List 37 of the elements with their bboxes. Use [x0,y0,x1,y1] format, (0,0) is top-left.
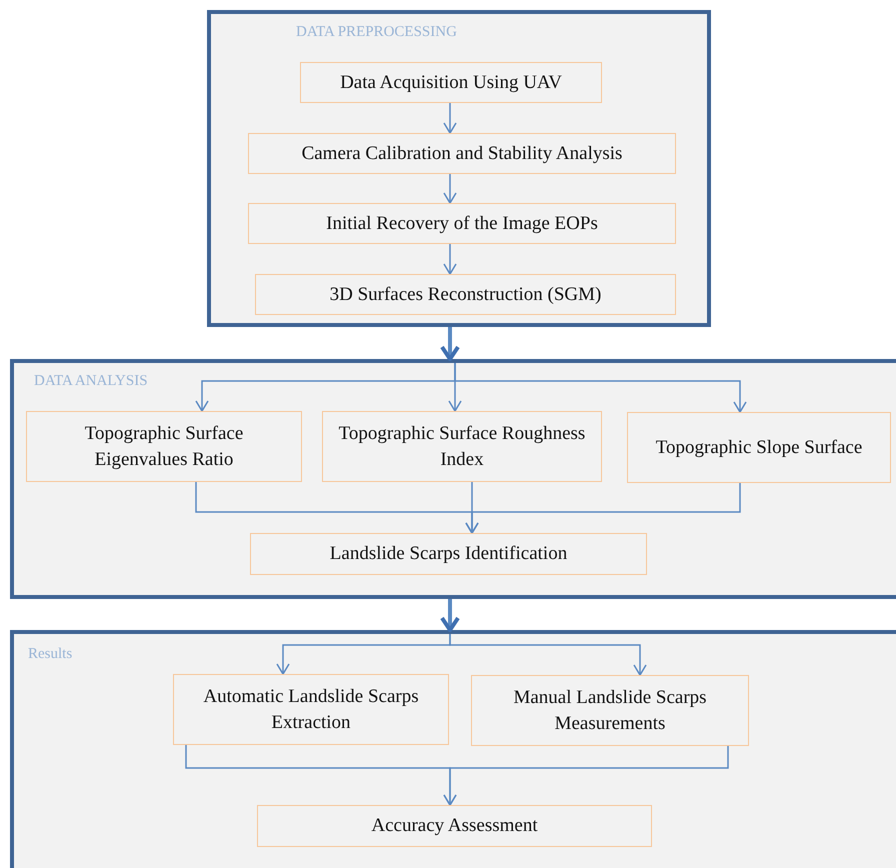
arrow [449,634,647,676]
section-title: DATA PREPROCESSING [296,24,457,41]
step-label: Manual Landslide Scarps Measurements [512,686,708,736]
step-label: Initial Recovery of the Image EOPs [326,212,598,236]
process-box [173,674,449,745]
process-box [627,412,891,483]
step-label: Data Acquisition Using UAV [340,70,562,95]
section-panel [10,630,896,868]
process-box [300,62,602,103]
step-label: Automatic Landslide Scarps Extraction [202,684,420,734]
process-box [322,411,602,482]
step-label: Camera Calibration and Stability Analysis [302,142,622,166]
section-title: Results [28,646,72,663]
step-label: Landslide Scarps Identification [330,542,568,566]
process-box [248,133,676,174]
section-title: DATA ANALYSIS [34,373,148,390]
step-label: Topographic Surface Roughness Index [338,422,586,472]
section-panel [10,359,896,599]
process-box [26,411,302,482]
arrow [440,599,460,632]
process-box [250,533,647,575]
process-box [257,805,652,847]
arrow [440,327,460,361]
process-box [471,675,749,746]
arrow [443,244,457,275]
arrow [443,174,457,204]
step-label: 3D Surfaces Reconstruction (SGM) [330,282,602,307]
section-panel [207,10,711,327]
step-label: Accuracy Assessment [371,814,538,838]
step-label: Topographic Surface Eigenvalues Ratio [84,422,244,472]
arrow [443,103,457,134]
arrow [443,746,729,806]
process-box [255,274,676,315]
process-box [248,203,676,244]
step-label: Topographic Slope Surface [656,436,862,460]
arrow [465,483,741,534]
arrow [454,363,747,413]
